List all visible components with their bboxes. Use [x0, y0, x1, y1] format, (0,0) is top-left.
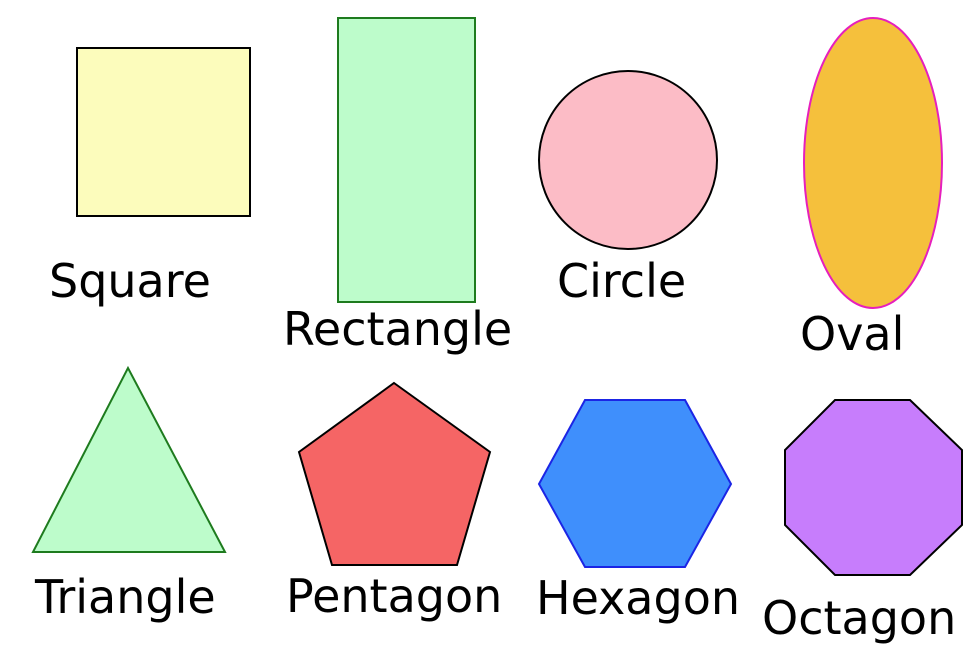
triangle-label: Triangle [35, 570, 216, 624]
rectangle-label: Rectangle [283, 302, 513, 356]
square-label: Square [49, 254, 211, 308]
square-shape [76, 47, 251, 217]
rectangle-shape [337, 17, 476, 303]
hexagon-label: Hexagon [536, 571, 740, 625]
octagon-label: Octagon [762, 591, 957, 645]
circle-shape [538, 70, 718, 250]
pentagon-label: Pentagon [286, 569, 503, 623]
pentagon-shape [297, 381, 492, 566]
hexagon-shape [537, 399, 733, 568]
oval-label: Oval [800, 307, 905, 361]
octagon-shape [784, 399, 963, 576]
oval-shape [803, 17, 943, 309]
triangle-shape [31, 365, 227, 553]
circle-label: Circle [557, 254, 687, 308]
